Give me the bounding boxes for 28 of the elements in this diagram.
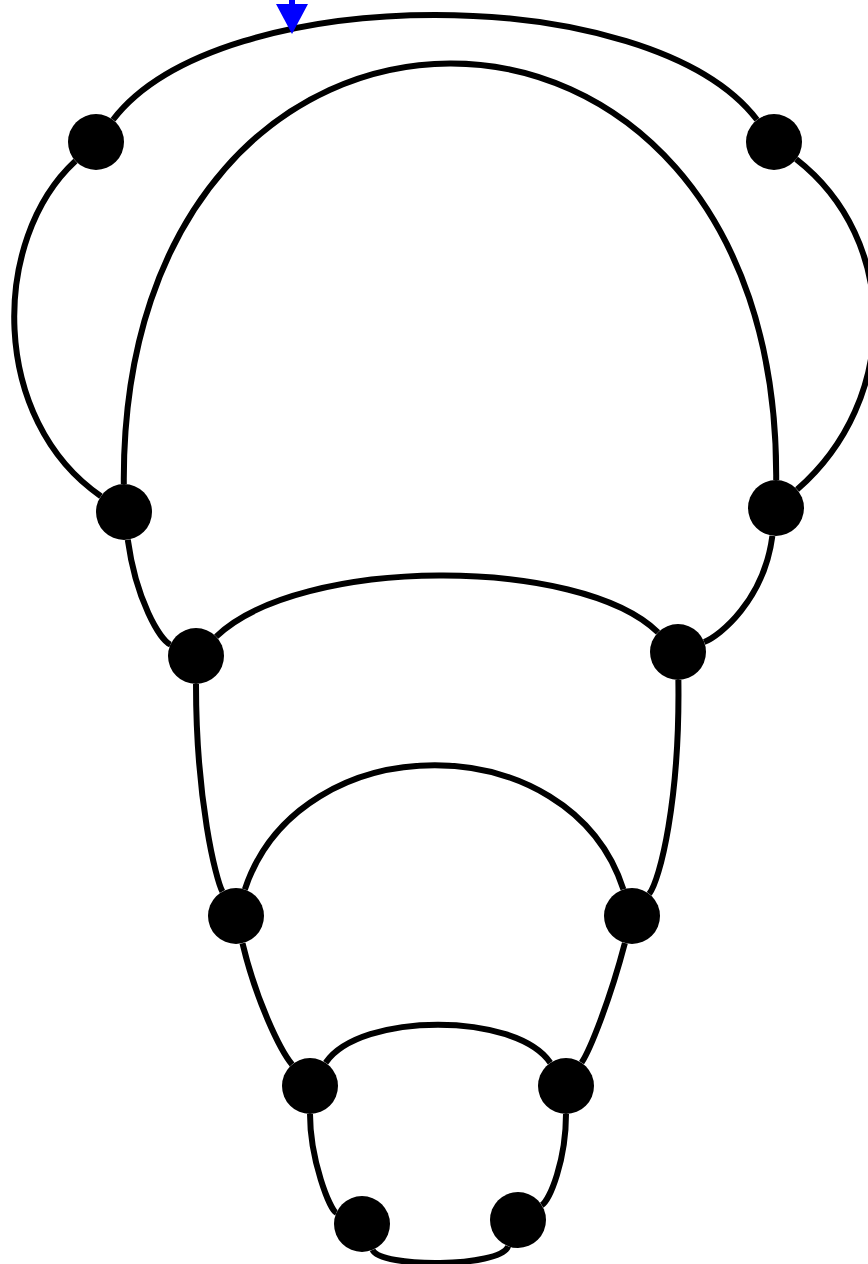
graph-vertex xyxy=(334,1196,390,1252)
graph-vertex xyxy=(650,624,706,680)
curved-edge xyxy=(323,1021,553,1065)
graph-vertex xyxy=(168,628,224,684)
graph-vertex xyxy=(604,888,660,944)
graph-vertex xyxy=(538,1058,594,1114)
graph-vertex xyxy=(96,484,152,540)
graph-vertex xyxy=(282,1058,338,1114)
curved-edge xyxy=(124,539,173,648)
curved-edge xyxy=(11,159,103,499)
curved-edge xyxy=(239,942,295,1067)
graph-vertex xyxy=(68,114,124,170)
curved-edge xyxy=(794,156,868,492)
graph-vertex xyxy=(746,114,802,170)
curved-edge xyxy=(242,762,627,891)
graph-vertex xyxy=(748,480,804,536)
curved-edge xyxy=(110,12,760,122)
curved-edge xyxy=(193,683,226,893)
curved-edge xyxy=(578,942,628,1065)
curved-edge xyxy=(214,572,660,639)
graph-vertex xyxy=(208,888,264,944)
curved-edge xyxy=(646,680,682,896)
curved-edge xyxy=(539,1113,569,1208)
curved-edge xyxy=(370,1244,511,1264)
curved-edge xyxy=(307,1113,339,1215)
graph-vertex xyxy=(490,1192,546,1248)
curved-edge xyxy=(702,535,776,645)
curved-edge xyxy=(120,61,780,485)
